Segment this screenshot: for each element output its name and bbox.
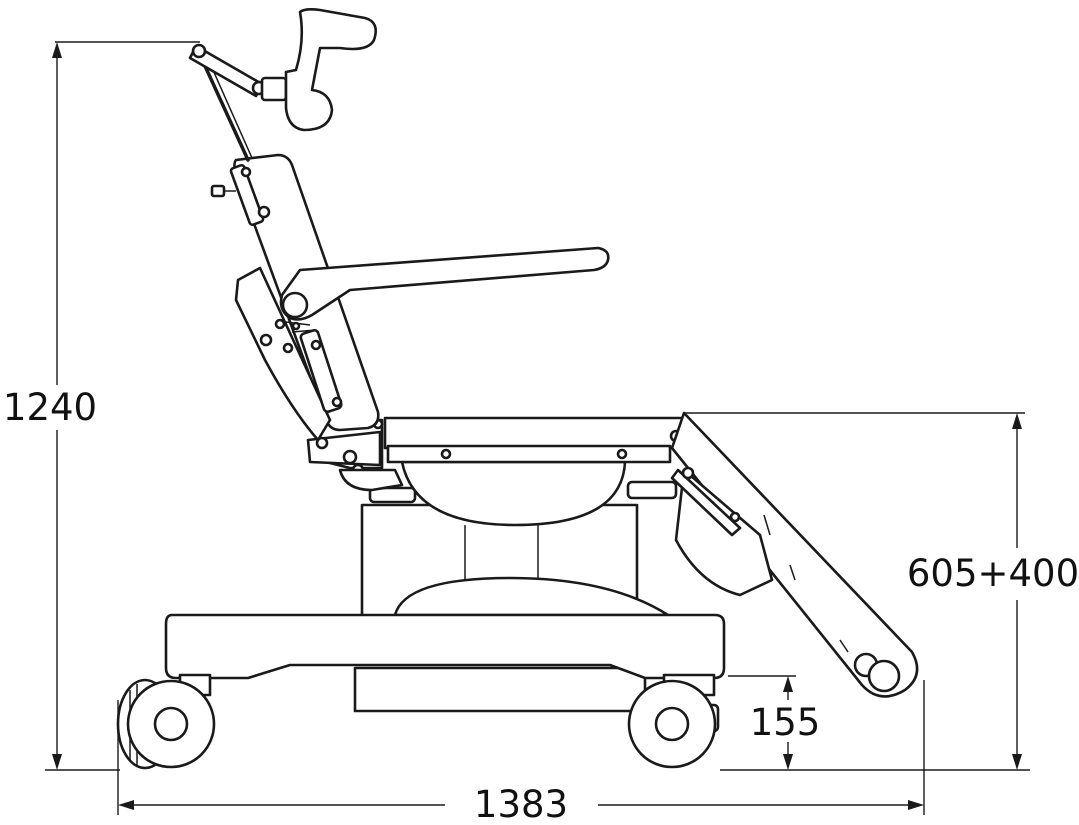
total-height-label: 1240 (3, 386, 97, 429)
dimension-ground-clearance: 155 (728, 675, 821, 770)
rear-wheel (116, 673, 216, 770)
seat-frame (383, 416, 686, 464)
total-length-label: 1383 (474, 783, 568, 825)
legrest (670, 411, 919, 698)
front-wheel (627, 673, 720, 769)
armrest (279, 246, 610, 333)
seat-bucket (368, 460, 678, 527)
headrest-assembly (188, 8, 377, 198)
seat-height-label: 605+400 (907, 552, 1079, 595)
dimension-total-length: 1383 (117, 680, 925, 825)
ground-clearance-label: 155 (750, 701, 821, 744)
dimension-seat-height: 605+400 (684, 412, 1079, 771)
dimension-height-total: 1240 (3, 41, 200, 771)
lift-column (353, 503, 670, 713)
base-frame (164, 613, 726, 680)
